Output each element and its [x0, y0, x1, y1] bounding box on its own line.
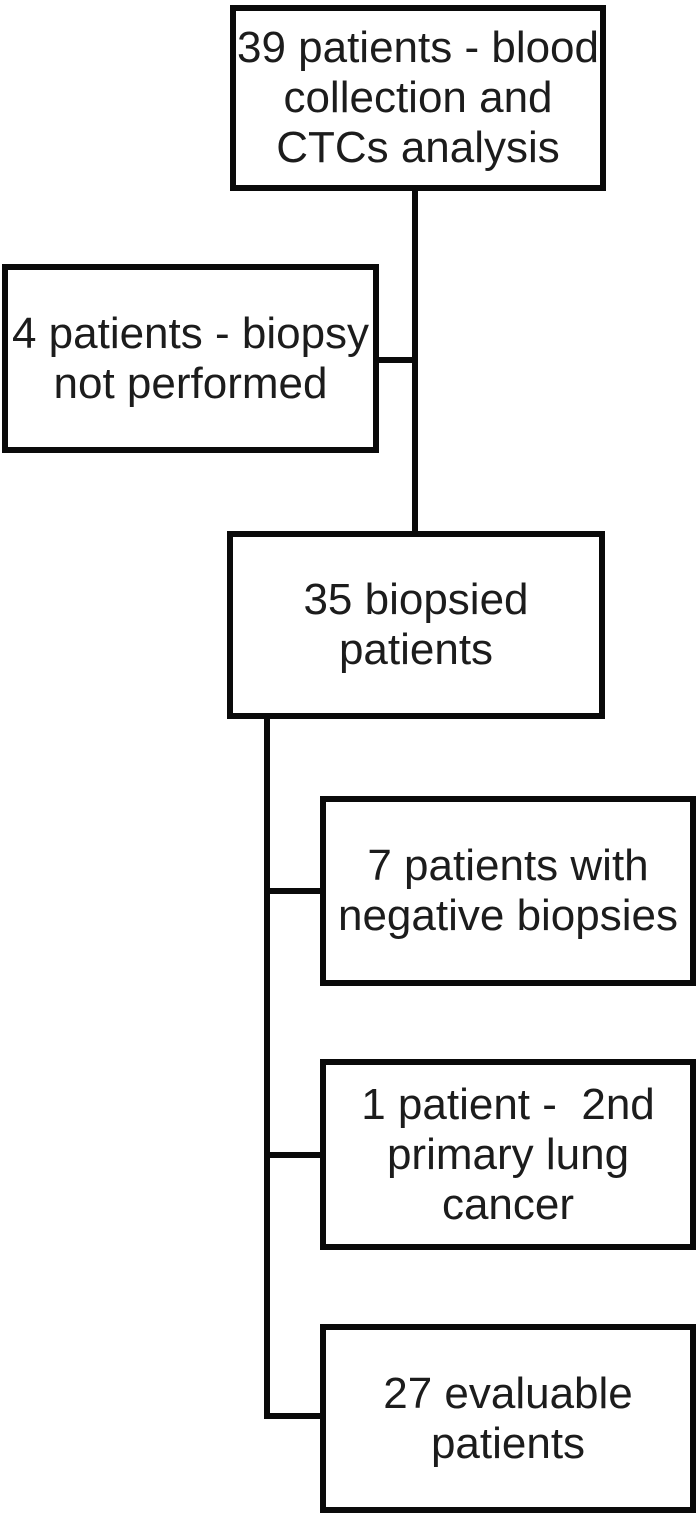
flow-box-text-line: CTCs analysis [276, 123, 560, 172]
connector-to-negative-biopsies [268, 888, 322, 894]
flow-box-text-line: collection and [283, 73, 553, 122]
flow-box-text-line: not performed [53, 358, 328, 408]
flow-box-text-line: primary lung [386, 1129, 630, 1179]
connector-to-biopsy-not-performed [379, 357, 415, 363]
connector-to-second-primary [268, 1152, 322, 1158]
flow-box-evaluable-patients: 27 evaluable patients [320, 1324, 696, 1513]
flow-box-negative-biopsies: 7 patients with negative biopsies [320, 796, 696, 986]
flow-box-text-line: 39 patients - blood [236, 23, 600, 72]
flow-box-text-line: 35 biopsied [303, 575, 529, 624]
connector-to-evaluable [268, 1413, 322, 1419]
flow-box-text-line: patients [338, 625, 494, 674]
flow-box-blood-collection: 39 patients - blood collection and CTCs … [230, 5, 606, 191]
connector-biopsied-trunk [264, 716, 270, 1419]
flow-box-biopsy-not-performed: 4 patients - biopsy not performed [2, 264, 379, 453]
flow-box-text-line: 1 patient - 2nd [361, 1079, 655, 1129]
flow-box-second-primary-lung-cancer: 1 patient - 2nd primary lung cancer [320, 1059, 696, 1250]
flow-box-biopsied-patients: 35 biopsied patients [227, 531, 605, 719]
flow-box-text-line: negative biopsies [337, 891, 678, 940]
flow-box-text-line: 27 evaluable [383, 1368, 633, 1418]
flow-box-text-line: 7 patients with [367, 841, 649, 890]
flow-box-text-line: 4 patients - biopsy [11, 308, 370, 358]
flow-box-text-line: cancer [441, 1179, 575, 1229]
flow-box-text-line: patients [430, 1418, 586, 1468]
connector-top-to-biopsied [412, 188, 418, 534]
